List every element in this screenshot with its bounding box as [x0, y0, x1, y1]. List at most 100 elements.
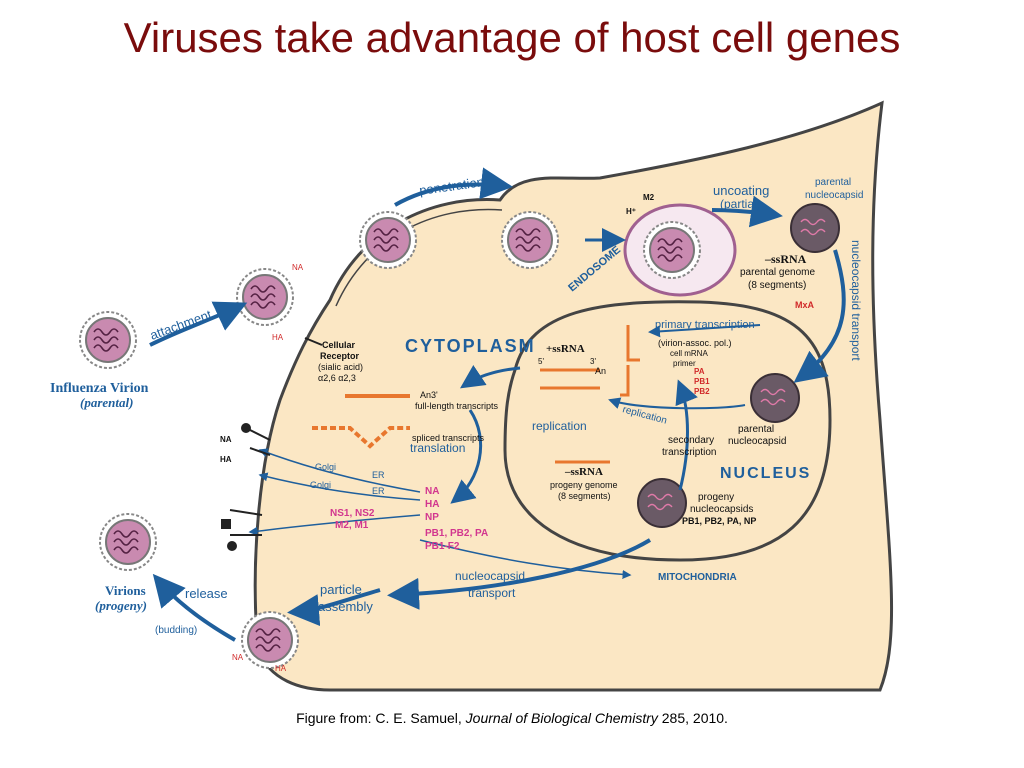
protein-ha-label: HA	[425, 499, 439, 510]
cytoplasm-export-arrow	[460, 365, 521, 389]
influenza-virion-label: Influenza Virion	[50, 381, 149, 396]
er-arrow	[258, 472, 421, 501]
cell-mrna-label-1: cell mRNA	[670, 349, 708, 358]
parental-nc-label-1: parental	[815, 177, 851, 188]
translation-label: translation	[410, 441, 465, 455]
parental-nc2-label-1: parental	[738, 424, 774, 435]
uncoating-virion-icon	[643, 221, 701, 279]
na-bottom-label: NA	[232, 653, 244, 662]
secondary-transcription-arrow	[675, 379, 698, 491]
attachment-label: attachment	[148, 307, 214, 343]
m2-label: M2	[643, 193, 655, 202]
parental-genome-label: parental genome	[740, 267, 815, 278]
er-label-2: ER	[372, 486, 385, 496]
mitochondria-label: MITOCHONDRIA	[658, 572, 737, 583]
neg-ssrna-label: –ssRNA	[764, 252, 807, 266]
progeny-nc-label-2: nucleocapsids	[690, 504, 753, 515]
pb1-label: PB1	[694, 377, 710, 386]
virions-label: Virions	[105, 583, 146, 598]
progeny-label: (progeny)	[95, 598, 147, 613]
full-length-label: full-length transcripts	[415, 401, 499, 411]
assembly-arrow	[287, 588, 381, 627]
release-label: release	[185, 586, 228, 601]
penetrating-virion-icon	[359, 211, 417, 269]
penetration-label: penetration	[418, 174, 485, 198]
nuclear-nucleocapsid-icon	[750, 373, 800, 423]
penetration-arrow	[394, 167, 513, 207]
caption-prefix: Figure from: C. E. Samuel,	[296, 710, 466, 726]
release-arrow	[152, 573, 236, 642]
primary-transcription-label: primary transcription	[655, 319, 755, 331]
particle-label: particle	[320, 582, 362, 597]
replication-left-label: replication	[532, 419, 587, 433]
transcription-label: transcription	[662, 447, 716, 458]
receptor-label-4: α2,6 α2,3	[318, 373, 356, 383]
virion-pol-label: (virion-assoc. pol.)	[658, 338, 732, 348]
attachment-arrow	[149, 301, 248, 347]
an3-label: An3'	[420, 390, 438, 400]
parental-label: (parental)	[80, 395, 133, 410]
parental-virion-icon	[79, 311, 137, 369]
ns-label-1: NS1, NS2	[330, 508, 375, 519]
receptor-label-1: Cellular	[322, 340, 356, 350]
golgi-label-2: Golgi	[310, 480, 331, 490]
slide-title: Viruses take advantage of host cell gene…	[123, 14, 901, 61]
spliced-label: spliced transcripts	[412, 433, 485, 443]
caption-suffix: 285, 2010.	[657, 710, 728, 726]
budding-virion-icon	[241, 611, 299, 669]
nuclear-vrna	[620, 325, 640, 397]
pos-ssrna-label: +ssRNA	[546, 343, 585, 355]
replication-arrow	[608, 397, 746, 410]
caption-journal: Journal of Biological Chemistry	[465, 710, 658, 726]
three-prime-label: 3'	[590, 357, 596, 366]
translation-arrow	[450, 409, 483, 504]
figure-caption: Figure from: C. E. Samuel, Journal of Bi…	[0, 710, 1024, 726]
parental-nc2-label-2: nucleocapsid	[728, 436, 786, 447]
na-mem-label: NA	[220, 435, 232, 444]
secondary-label: secondary	[668, 435, 714, 446]
membrane-receptors	[221, 337, 323, 551]
cytoplasm-label: CYTOPLASM	[405, 336, 536, 356]
neg-ssrna2-label: –ssRNA	[564, 466, 603, 478]
endosome-virion-icon	[501, 211, 559, 269]
mxa-label: MxA	[795, 300, 815, 310]
pb2-label: PB2	[694, 387, 710, 396]
progeny-genome-label: progeny genome	[550, 480, 618, 490]
progeny-virion-icon	[99, 513, 157, 571]
segments-label: (8 segments)	[748, 280, 806, 291]
cell-mrna-label-2: primer	[673, 359, 696, 368]
uncoating-arrow	[711, 195, 783, 228]
nucleus	[503, 300, 832, 562]
protein-na-label: NA	[425, 486, 439, 497]
primary-transcription-arrow	[648, 324, 761, 338]
partial-label: (partial)	[720, 197, 761, 211]
nucleocapsid-label: nucleocapsid	[455, 569, 525, 583]
golgi-arrow	[258, 448, 421, 493]
nc-transport-arrow	[387, 538, 652, 610]
spliced-transcript	[312, 426, 410, 449]
segments2-label: (8 segments)	[558, 491, 611, 501]
parental-nc-label-2: nucleocapsid	[805, 190, 863, 201]
protein-pol-label: PB1, PB2, PA	[425, 528, 488, 539]
budding-label: (budding)	[155, 625, 197, 636]
receptor-label-2: Receptor	[320, 351, 360, 361]
ns-label-2: M2, M1	[335, 520, 369, 531]
h-plus-label: H⁺	[626, 207, 636, 216]
progeny-nc-label-1: progeny	[698, 492, 734, 503]
nucleus-label: NUCLEUS	[720, 465, 811, 482]
transport-label: transport	[468, 586, 516, 600]
uncoating-label: uncoating	[713, 183, 769, 198]
protein-f2-label: PB1-F2	[425, 541, 460, 552]
ns-arrow	[248, 514, 421, 536]
golgi-label-1: Golgi	[315, 462, 336, 472]
mito-arrow	[419, 539, 632, 579]
protein-np-label: NP	[425, 512, 439, 523]
nucleocapsid-transport-arrow	[793, 249, 846, 383]
nucleocapsid-transport-label: nucleocapsid transport	[849, 240, 863, 361]
five-prime-label: 5'	[538, 357, 544, 366]
attached-virion-icon	[236, 268, 294, 326]
ha-top-label: HA	[272, 333, 284, 342]
an-label: An	[595, 366, 606, 376]
pa-label: PA	[694, 367, 705, 376]
